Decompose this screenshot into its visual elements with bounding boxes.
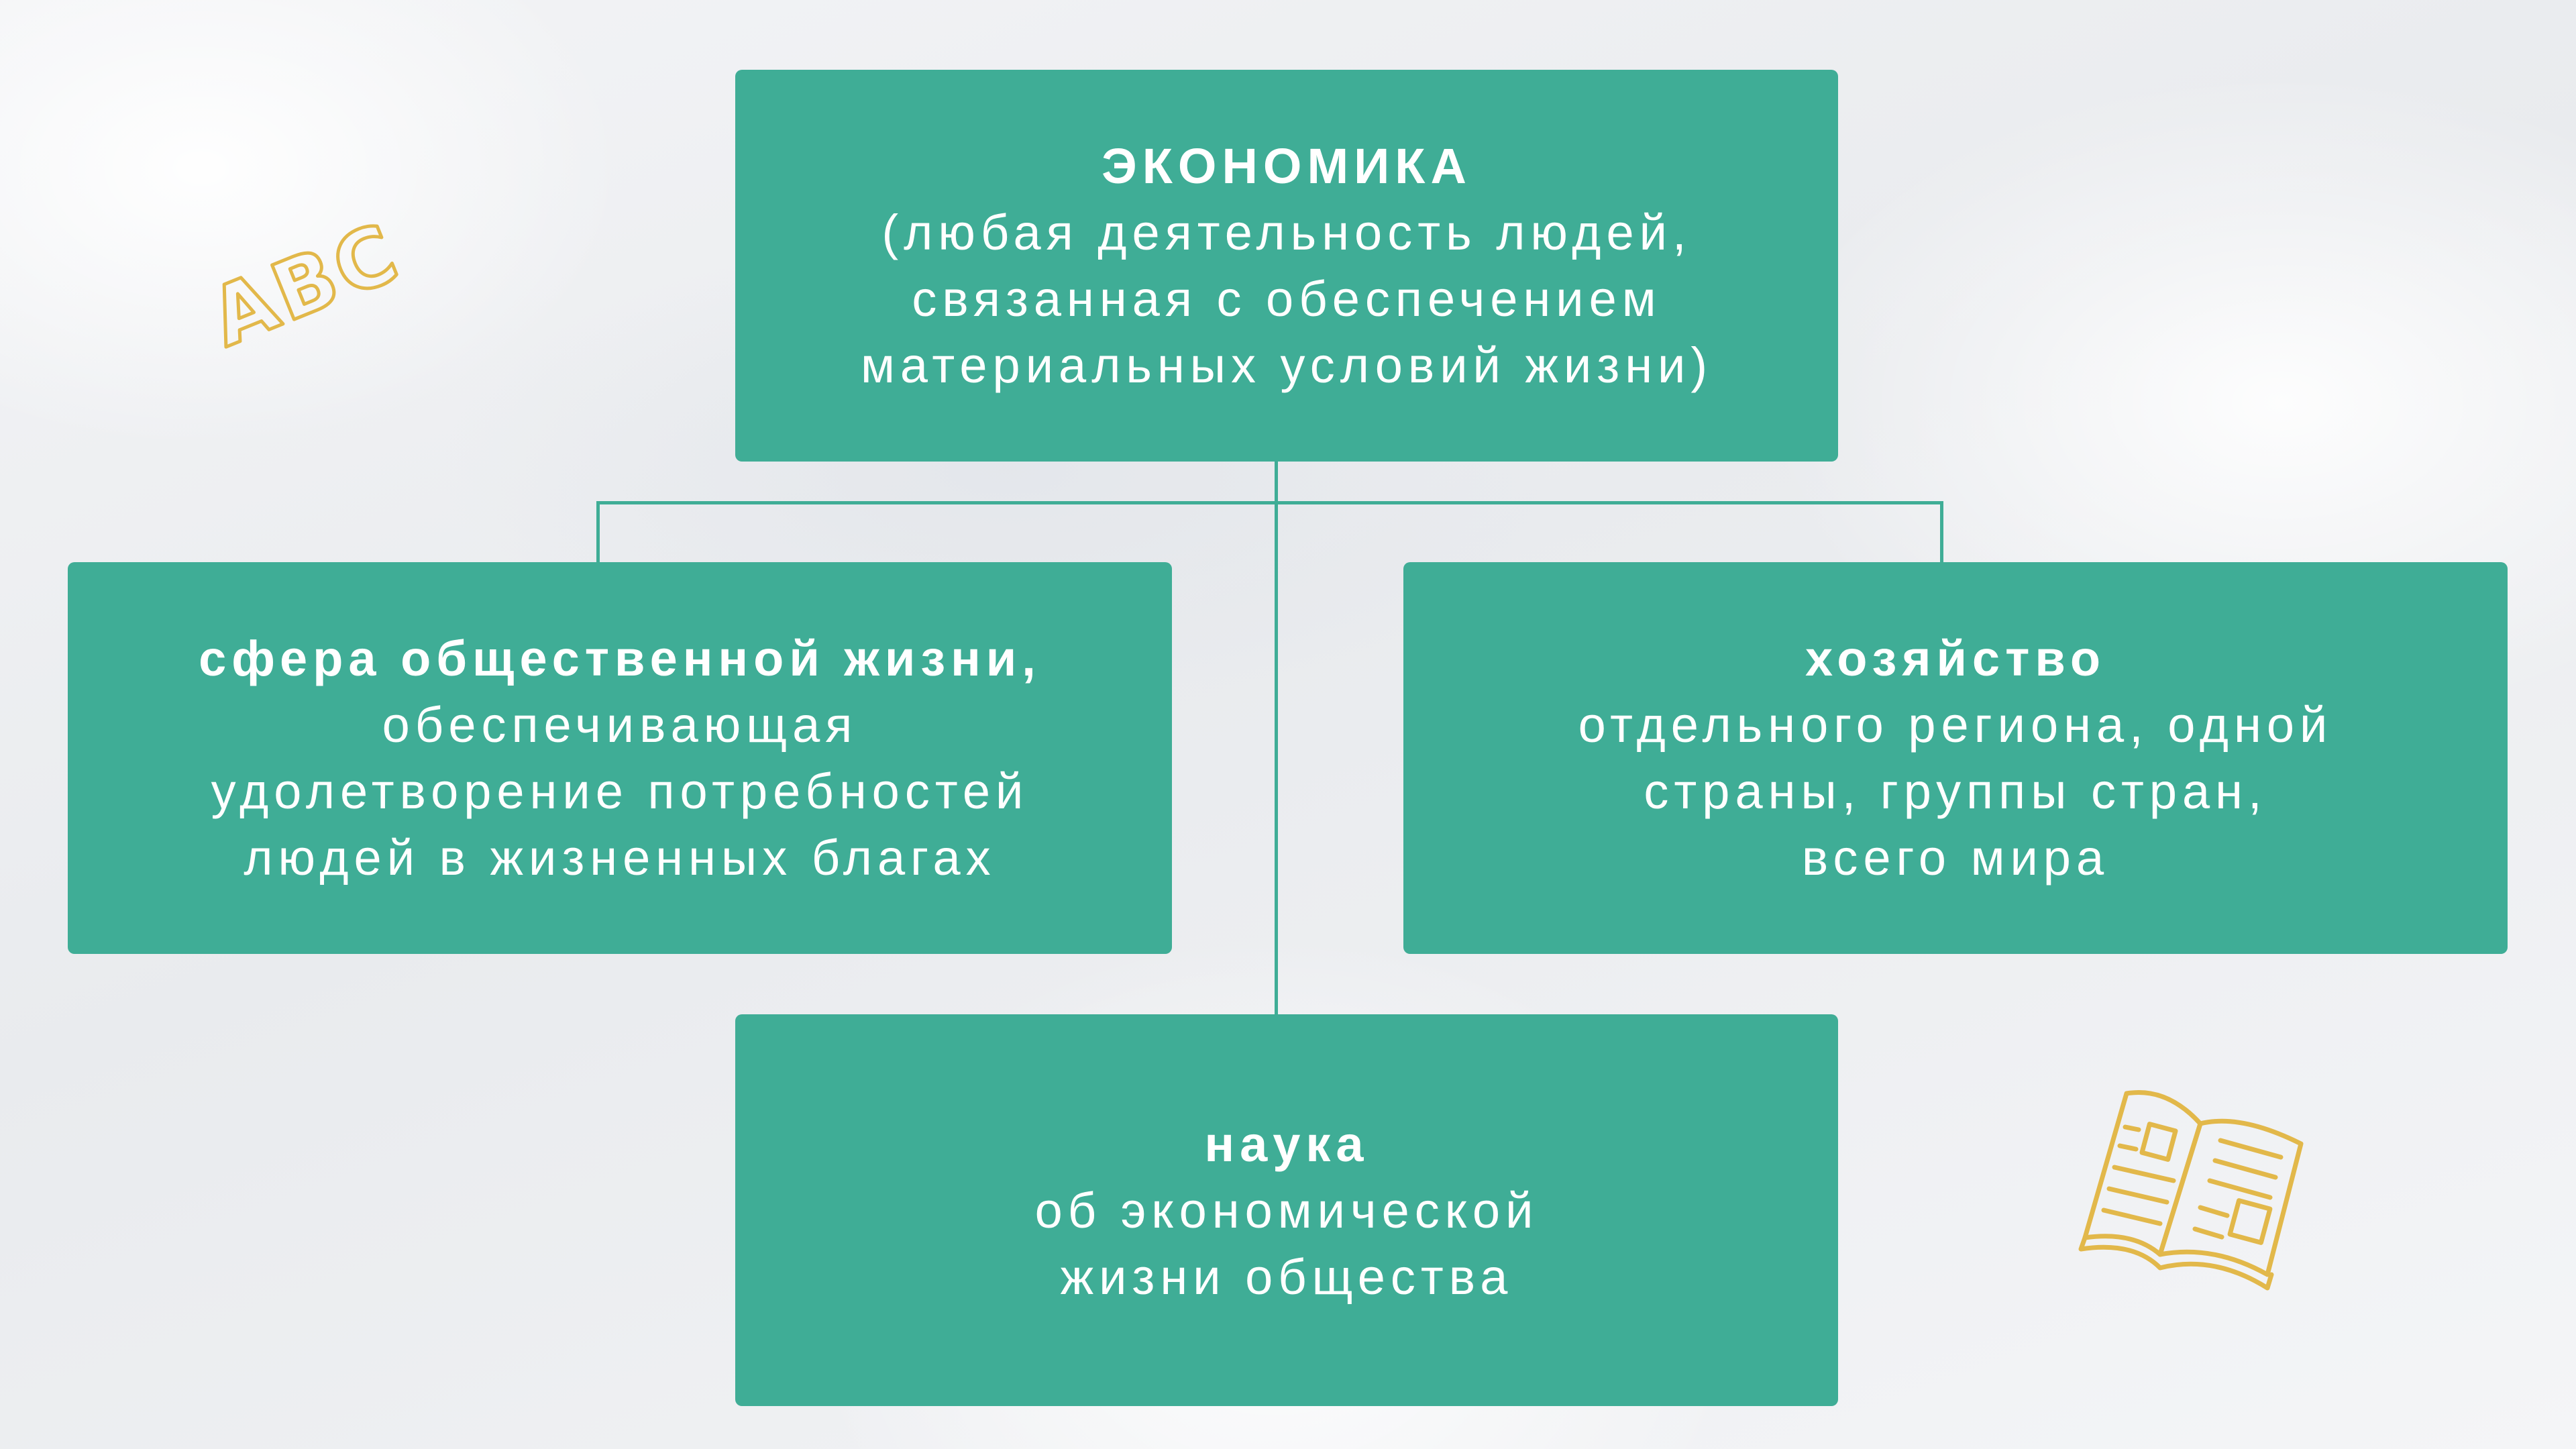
science-line-2: жизни общества bbox=[1060, 1248, 1513, 1305]
economy-line-2: страны, группы стран, bbox=[1644, 763, 2267, 819]
social-sphere-line-2: удолетворение потребностей bbox=[211, 763, 1029, 819]
connector-trunk bbox=[1275, 462, 1278, 1014]
economics-line-1: (любая деятельность людей, bbox=[881, 205, 1692, 260]
connector-to-right bbox=[1940, 501, 1943, 562]
abc-letters-icon: ABC bbox=[197, 204, 409, 356]
economy-box: хозяйство отдельного региона, одной стра… bbox=[1403, 562, 2508, 954]
economics-line-2: связанная с обеспечением bbox=[912, 271, 1662, 327]
economy-line-3: всего мира bbox=[1801, 830, 2110, 885]
science-line-1: об экономической bbox=[1034, 1182, 1539, 1238]
connector-to-left bbox=[596, 501, 600, 562]
social-sphere-line-1: обеспечивающая bbox=[382, 697, 858, 753]
economics-box: ЭКОНОМИКА (любая деятельность людей, свя… bbox=[735, 70, 1838, 462]
economy-title: хозяйство bbox=[1805, 631, 2106, 686]
social-sphere-title: сфера общественной жизни, bbox=[199, 631, 1041, 686]
connector-horizontal bbox=[596, 501, 1943, 504]
economics-line-3: материальных условий жизни) bbox=[860, 337, 1713, 393]
open-book-icon bbox=[2078, 1089, 2304, 1291]
social-sphere-line-3: людей в жизненных благах bbox=[244, 830, 996, 885]
science-title: наука bbox=[1204, 1116, 1369, 1172]
abc-letters-text: ABC bbox=[198, 206, 409, 356]
science-box: наука об экономической жизни общества bbox=[735, 1014, 1838, 1406]
economy-line-1: отдельного региона, одной bbox=[1578, 697, 2333, 753]
economics-title: ЭКОНОМИКА bbox=[1102, 138, 1472, 194]
social-sphere-box: сфера общественной жизни, обеспечивающая… bbox=[68, 562, 1172, 954]
